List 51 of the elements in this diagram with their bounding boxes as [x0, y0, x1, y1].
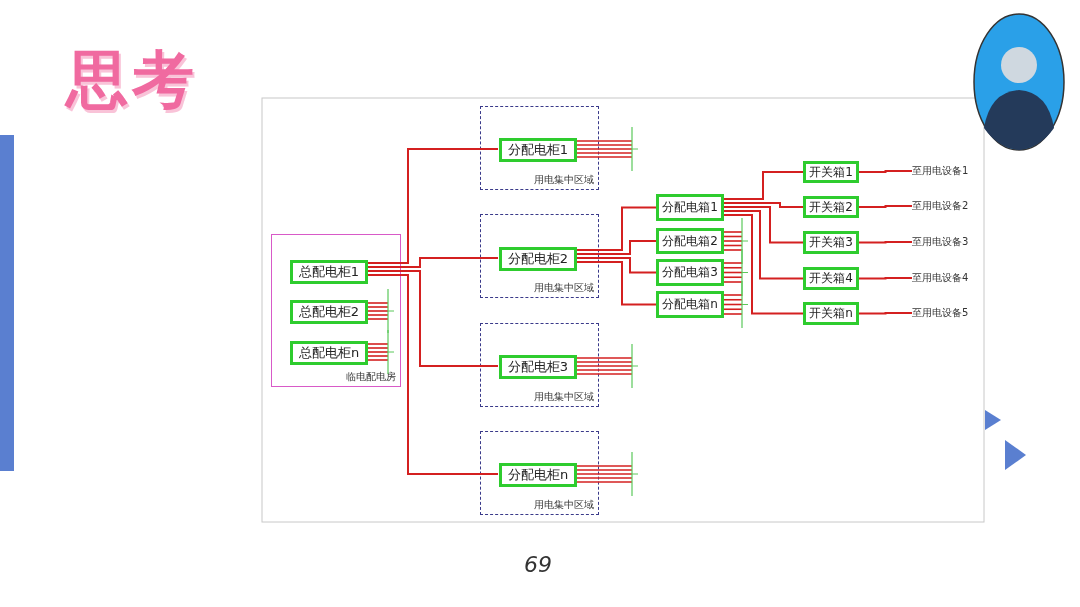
cable-line: [575, 257, 657, 274]
distribution-box: 分配电箱3: [656, 259, 724, 286]
cable-line: [366, 274, 499, 475]
cable-line: [366, 257, 499, 268]
area-frame: [480, 323, 599, 407]
distribution-cabinet: 分配电柜n: [499, 463, 577, 487]
cable-line: [723, 202, 804, 208]
destination-label: 至用电设备5: [912, 305, 982, 321]
cable-line: [723, 171, 804, 200]
switch-box: 开关箱n: [803, 302, 859, 325]
distribution-cabinet: 总配电柜1: [290, 260, 368, 284]
cable-line: [575, 240, 657, 255]
destination-label: 至用电设备3: [912, 234, 982, 250]
distribution-cabinet: 总配电柜n: [290, 341, 368, 365]
switch-box: 开关箱4: [803, 267, 859, 290]
cable-line: [723, 210, 804, 280]
slide-title: 思考: [66, 42, 198, 118]
distribution-box: 分配电箱2: [656, 228, 724, 254]
destination-label: 至用电设备4: [912, 270, 982, 286]
distribution-cabinet: 分配电柜2: [499, 247, 577, 271]
area-frame: [480, 106, 599, 190]
cable-line: [723, 214, 804, 315]
destination-label: 至用电设备1: [912, 163, 982, 179]
distribution-cabinet: 分配电柜1: [499, 138, 577, 162]
cable-line: [858, 205, 913, 208]
cable-line: [723, 206, 804, 244]
cable-line: [575, 261, 657, 306]
destination-label: 至用电设备2: [912, 198, 982, 214]
switch-box: 开关箱3: [803, 231, 859, 254]
area-label: 用电集中区域: [534, 390, 594, 404]
distribution-cabinet: 分配电柜3: [499, 355, 577, 379]
switch-box: 开关箱2: [803, 196, 859, 218]
cable-line: [858, 312, 913, 315]
area-label: 用电集中区域: [534, 173, 594, 187]
distribution-box: 分配电箱1: [656, 194, 724, 221]
area-frame: [480, 214, 599, 298]
area-label: 用电集中区域: [534, 281, 594, 295]
page-number: 69: [524, 552, 552, 577]
cable-line: [858, 241, 913, 244]
distribution-cabinet: 总配电柜2: [290, 300, 368, 324]
area-label: 用电集中区域: [534, 498, 594, 512]
switch-box: 开关箱1: [803, 161, 859, 183]
cable-line: [575, 206, 657, 251]
area-frame: [480, 431, 599, 515]
cable-line: [858, 277, 913, 280]
room-frame: [271, 234, 401, 387]
distribution-box: 分配电箱n: [656, 291, 724, 318]
cable-line: [366, 148, 499, 264]
cable-line: [858, 170, 913, 173]
cable-line: [366, 270, 499, 367]
area-label: 临电配电房: [346, 370, 396, 384]
